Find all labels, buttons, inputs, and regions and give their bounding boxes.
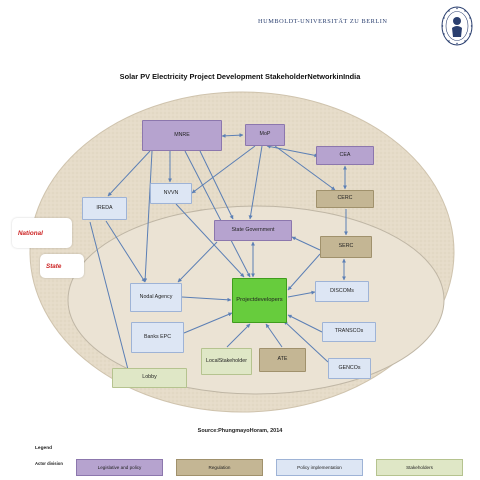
node-serc: SERC bbox=[320, 236, 372, 258]
connector-arrow bbox=[177, 241, 218, 283]
connector-arrow bbox=[107, 150, 151, 197]
node-transcos: TRANSCOs bbox=[322, 322, 376, 342]
node-local-stakeholder: LocalStakeholder bbox=[201, 348, 252, 375]
connector-arrow bbox=[283, 320, 329, 363]
state-zone-label: State bbox=[40, 254, 84, 278]
node-nvvn: NVVN bbox=[150, 183, 192, 204]
node-project-developers: Projectdevelopers bbox=[232, 278, 287, 323]
connector-arrow bbox=[274, 145, 336, 191]
connector-arrow bbox=[143, 150, 153, 283]
legend-title: Legend bbox=[35, 446, 53, 451]
node-lobby: Lobby bbox=[112, 368, 187, 388]
connector-arrow bbox=[175, 203, 245, 278]
node-cerc: CERC bbox=[316, 190, 374, 208]
connector-arrow bbox=[287, 253, 321, 291]
node-gencos: GENCOs bbox=[328, 358, 371, 379]
legend-stakeholders: Stakeholders bbox=[376, 459, 463, 476]
legend-subtitle: Actor division bbox=[35, 461, 63, 466]
legend-legislative: Legislative and policy bbox=[76, 459, 163, 476]
connector-arrow bbox=[287, 314, 323, 333]
connector-arrow bbox=[266, 144, 319, 158]
university-seal-logo bbox=[440, 4, 474, 53]
diagram-title: Solar PV Electricity Project Development… bbox=[119, 72, 361, 81]
node-mop: MoP bbox=[245, 124, 285, 146]
connector-arrow bbox=[248, 145, 263, 220]
connector-arrow bbox=[291, 236, 321, 251]
node-discoms: DISCOMs bbox=[315, 281, 369, 302]
connector-arrow bbox=[221, 133, 244, 138]
connector-arrow bbox=[89, 221, 134, 386]
connector-arrow bbox=[287, 290, 316, 298]
node-ireda: IREDA bbox=[82, 197, 127, 220]
node-state-government: State Government bbox=[214, 220, 292, 241]
university-name: HUMBOLDT-UNIVERSITÄT ZU BERLIN bbox=[258, 18, 388, 25]
node-ate: ATE bbox=[259, 348, 306, 372]
connector-arrow bbox=[181, 296, 232, 302]
node-mnre: MNRE bbox=[142, 120, 222, 151]
legend-regulation: Regulation bbox=[176, 459, 263, 476]
node-banks-epc: Banks EPC bbox=[131, 322, 184, 353]
source-caption: Source:PhungmayoHoram, 2014 bbox=[197, 428, 283, 434]
connector-arrow bbox=[265, 323, 283, 348]
connector-arrow bbox=[105, 220, 146, 283]
legend-policy-implementation: Policy implementation bbox=[276, 459, 363, 476]
connector-arrow bbox=[184, 150, 251, 278]
connector-arrow bbox=[183, 312, 233, 334]
connector-arrow bbox=[199, 150, 234, 220]
node-nodal-agency: Nodal Agency bbox=[130, 283, 182, 312]
connector-arrow bbox=[226, 323, 251, 348]
national-zone-label: National bbox=[12, 218, 72, 248]
node-cea: CEA bbox=[316, 146, 374, 165]
